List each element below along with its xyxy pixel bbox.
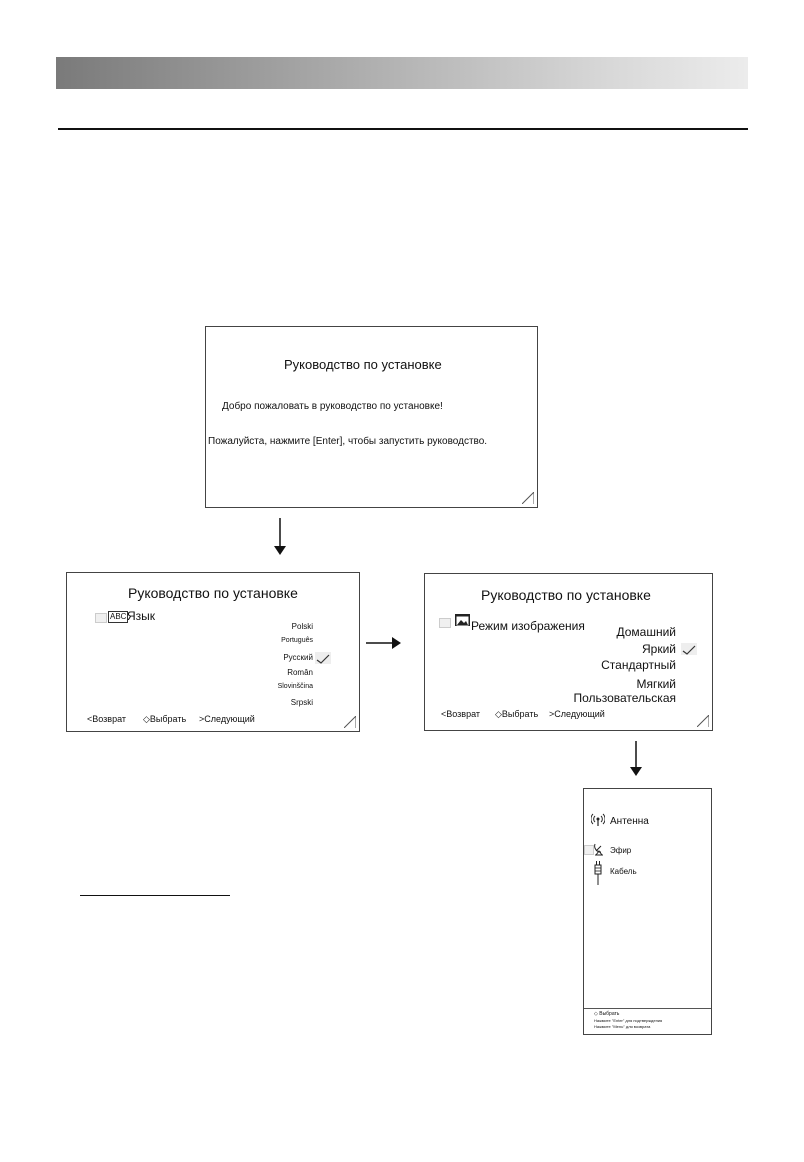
welcome-message: Добро пожаловать в руководство по устано…	[222, 401, 443, 412]
diamond-icon: ◇	[594, 1011, 598, 1017]
antenna-title: Антенна	[610, 816, 649, 827]
arrow-down-icon	[628, 741, 644, 782]
picture-mode-label: Режим изображения	[471, 619, 585, 633]
picture-option[interactable]: Домашний	[616, 625, 676, 639]
footer-select[interactable]: ◇Выбрать	[143, 714, 187, 724]
arrow-down-icon	[272, 518, 288, 561]
check-icon	[315, 652, 331, 664]
picture-option[interactable]: Стандартный	[601, 658, 676, 672]
selection-marker	[95, 613, 107, 623]
chevron-left-icon: <	[87, 714, 93, 724]
arrow-right-icon	[366, 636, 402, 655]
hint-enter: Нажмите "Enter" для подтверждения	[594, 1018, 663, 1023]
underline-rule	[80, 895, 230, 896]
diamond-icon: ◇	[143, 714, 150, 724]
hint-divider	[584, 1008, 711, 1009]
hint-select: ◇ Выбрать	[594, 1011, 620, 1017]
picture-option-selected[interactable]: Яркий	[642, 642, 676, 656]
picture-icon	[455, 614, 470, 626]
language-screen-title: Руководство по установке	[128, 585, 298, 601]
antenna-option-air[interactable]: Эфир	[610, 846, 632, 855]
page-fold-icon	[697, 715, 709, 727]
footer-next[interactable]: >Следующий	[199, 714, 255, 724]
page-fold-icon	[344, 716, 356, 728]
antenna-signal-icon	[590, 813, 606, 832]
welcome-instruction: Пожалуйста, нажмите [Enter], чтобы запус…	[208, 436, 488, 447]
antenna-screen: Антенна Эфир Кабель ◇ Выбрать Нажмите "E…	[583, 788, 712, 1035]
header-band	[56, 57, 748, 89]
chevron-right-icon: >	[199, 714, 205, 724]
cable-plug-icon	[593, 861, 603, 890]
picture-option[interactable]: Мягкий	[636, 677, 676, 691]
page-fold-icon	[522, 492, 534, 504]
language-label: Язык	[127, 609, 156, 623]
picture-mode-screen: Руководство по установке Режим изображен…	[424, 573, 713, 731]
language-option[interactable]: Polski	[291, 622, 313, 631]
footer-select[interactable]: ◇Выбрать	[495, 709, 539, 719]
selection-marker	[439, 618, 451, 628]
footer-back[interactable]: <Возврат	[441, 709, 481, 719]
footer-back[interactable]: <Возврат	[87, 714, 127, 724]
welcome-screen: Руководство по установке Добро пожаловат…	[205, 326, 538, 508]
abc-icon: ABC	[108, 611, 129, 623]
language-option[interactable]: Srpski	[290, 698, 313, 707]
diamond-icon: ◇	[495, 709, 502, 719]
chevron-left-icon: <	[441, 709, 447, 719]
language-option-selected[interactable]: Русский	[283, 653, 313, 662]
check-icon	[681, 643, 697, 655]
selection-marker	[584, 845, 594, 855]
chevron-right-icon: >	[549, 709, 555, 719]
footer-next[interactable]: >Следующий	[549, 709, 605, 719]
welcome-title: Руководство по установке	[284, 357, 442, 372]
hint-menu: Нажмите "Menu" для возврата	[594, 1024, 651, 1029]
picture-option[interactable]: Пользовательская	[573, 691, 676, 705]
language-option[interactable]: Român	[287, 668, 313, 677]
language-option[interactable]: Slovinščina	[277, 683, 313, 690]
language-option[interactable]: Português	[281, 637, 313, 644]
satellite-dish-icon	[593, 842, 605, 861]
picture-screen-title: Руководство по установке	[481, 587, 651, 603]
language-screen: Руководство по установке ABC Язык Polski…	[66, 572, 360, 732]
antenna-option-cable[interactable]: Кабель	[610, 867, 637, 876]
horizontal-rule	[58, 128, 748, 130]
